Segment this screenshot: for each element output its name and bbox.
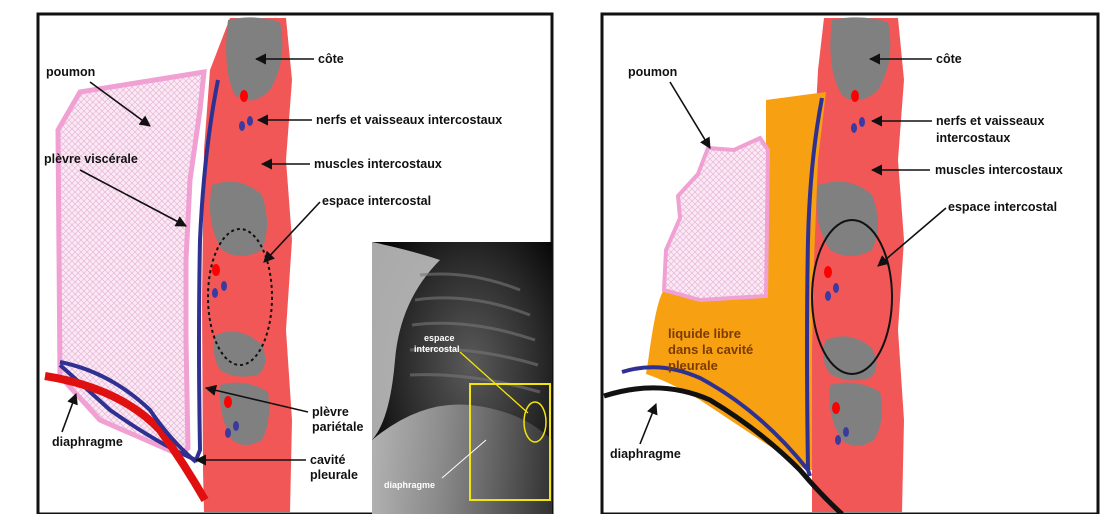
label-plevre-parietale-1: plèvre bbox=[312, 405, 349, 419]
label-liquide-1: liquide libre bbox=[668, 326, 741, 341]
right-vessel-blue-5 bbox=[835, 435, 841, 445]
right-label-nerfs-2: intercostaux bbox=[936, 131, 1010, 145]
right-vessel-blue-4 bbox=[833, 283, 839, 293]
label-plevre-parietale-2: pariétale bbox=[312, 420, 363, 434]
xray-label-espace-1: espace bbox=[424, 333, 455, 343]
right-vessel-blue-1 bbox=[851, 123, 857, 133]
left-diagram-panel: poumon plèvre viscérale côte nerfs et va… bbox=[0, 0, 560, 514]
vessel-blue-6 bbox=[233, 421, 239, 431]
vessel-blue-2 bbox=[247, 116, 253, 126]
vessel-red-1 bbox=[240, 90, 248, 102]
label-poumon: poumon bbox=[46, 65, 95, 79]
xray-inset: espace intercostal diaphragme bbox=[372, 242, 552, 514]
right-vessel-blue-6 bbox=[843, 427, 849, 437]
label-nerfs: nerfs et vaisseaux intercostaux bbox=[316, 113, 502, 127]
vessel-blue-3 bbox=[212, 288, 218, 298]
right-label-nerfs-1: nerfs et vaisseaux bbox=[936, 114, 1044, 128]
right-vessel-blue-2 bbox=[859, 117, 865, 127]
right-vessel-red-1 bbox=[851, 90, 859, 102]
left-diagram: poumon plèvre viscérale côte nerfs et va… bbox=[0, 0, 560, 514]
right-label-poumon: poumon bbox=[628, 65, 677, 79]
label-liquide-2: dans la cavité bbox=[668, 342, 753, 357]
vessel-blue-4 bbox=[221, 281, 227, 291]
right-label-muscles: muscles intercostaux bbox=[935, 163, 1063, 177]
label-muscles: muscles intercostaux bbox=[314, 157, 442, 171]
right-diagram: poumon côte nerfs et vaisseaux intercost… bbox=[560, 0, 1102, 514]
vessel-blue-1 bbox=[239, 121, 245, 131]
right-diagram-panel: poumon côte nerfs et vaisseaux intercost… bbox=[560, 0, 1102, 514]
label-cote: côte bbox=[318, 52, 344, 66]
vessel-blue-5 bbox=[225, 428, 231, 438]
right-label-cote: côte bbox=[936, 52, 962, 66]
right-label-diaphragme: diaphragme bbox=[610, 447, 681, 461]
right-label-espace: espace intercostal bbox=[948, 200, 1057, 214]
label-cavite-1: cavité bbox=[310, 453, 345, 467]
right-vessel-blue-3 bbox=[825, 291, 831, 301]
xray-label-diaphragme: diaphragme bbox=[384, 480, 435, 490]
label-espace: espace intercostal bbox=[322, 194, 431, 208]
xray-label-espace-2: intercostal bbox=[414, 344, 460, 354]
label-plevre-viscerale: plèvre viscérale bbox=[44, 152, 138, 166]
label-liquide-3: pleurale bbox=[668, 358, 718, 373]
label-cavite-2: pleurale bbox=[310, 468, 358, 482]
right-vessel-red-2 bbox=[824, 266, 832, 278]
label-diaphragme: diaphragme bbox=[52, 435, 123, 449]
right-vessel-red-3 bbox=[832, 402, 840, 414]
lung-shape bbox=[58, 72, 204, 455]
vessel-red-3 bbox=[224, 396, 232, 408]
vessel-red-2 bbox=[212, 264, 220, 276]
